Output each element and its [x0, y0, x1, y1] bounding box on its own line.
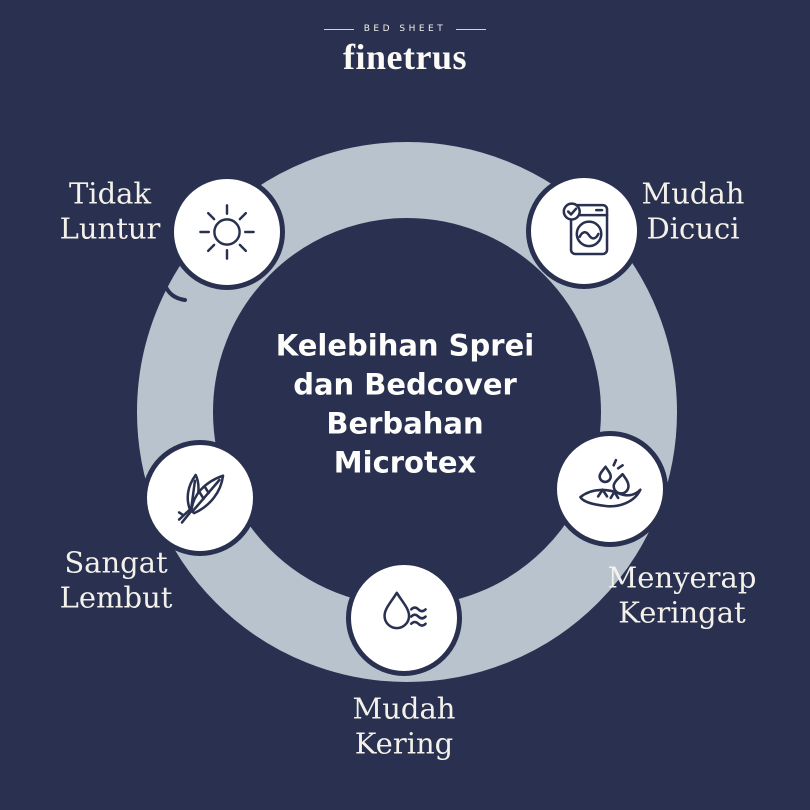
- brand-logo: finetrus: [343, 37, 467, 77]
- label-menyerap-keringat: Menyerap Keringat: [607, 560, 757, 630]
- washing-machine-icon: [562, 202, 609, 256]
- brand-tagline: BED SHEET: [363, 24, 447, 34]
- label-mudah-dicuci: Mudah Dicuci: [641, 176, 745, 246]
- label-mudah-kering: Mudah Kering: [352, 691, 456, 761]
- center-title-line-1: Kelebihan Sprei: [275, 328, 535, 363]
- center-title: Kelebihan Sprei dan Bedcover Berbahan Mi…: [235, 326, 575, 481]
- brand-header: BED SHEET finetrus: [0, 24, 810, 78]
- center-title-line-3: Berbahan: [326, 406, 484, 440]
- node-menyerap-keringat: [552, 431, 668, 547]
- node-mudah-dicuci: [526, 173, 642, 289]
- label-sangat-lembut: Sangat Lembut: [59, 545, 173, 615]
- center-title-line-2: dan Bedcover: [293, 367, 517, 402]
- sun-icon: [199, 204, 255, 260]
- tagline-right-rule: [456, 28, 487, 30]
- sweat-absorb-icon: [579, 458, 642, 508]
- label-tidak-luntur: Tidak Luntur: [59, 176, 161, 246]
- node-sangat-lembut: [142, 440, 258, 556]
- accent-dash: [163, 283, 187, 302]
- tagline-left-rule: [323, 28, 354, 30]
- center-title-line-4: Microtex: [333, 444, 477, 479]
- node-tidak-luntur: [169, 174, 285, 290]
- feather-icon: [177, 473, 225, 524]
- drying-water-drop-icon: [383, 591, 427, 630]
- brand-tagline-row: BED SHEET: [323, 24, 487, 34]
- node-mudah-kering: [346, 560, 462, 676]
